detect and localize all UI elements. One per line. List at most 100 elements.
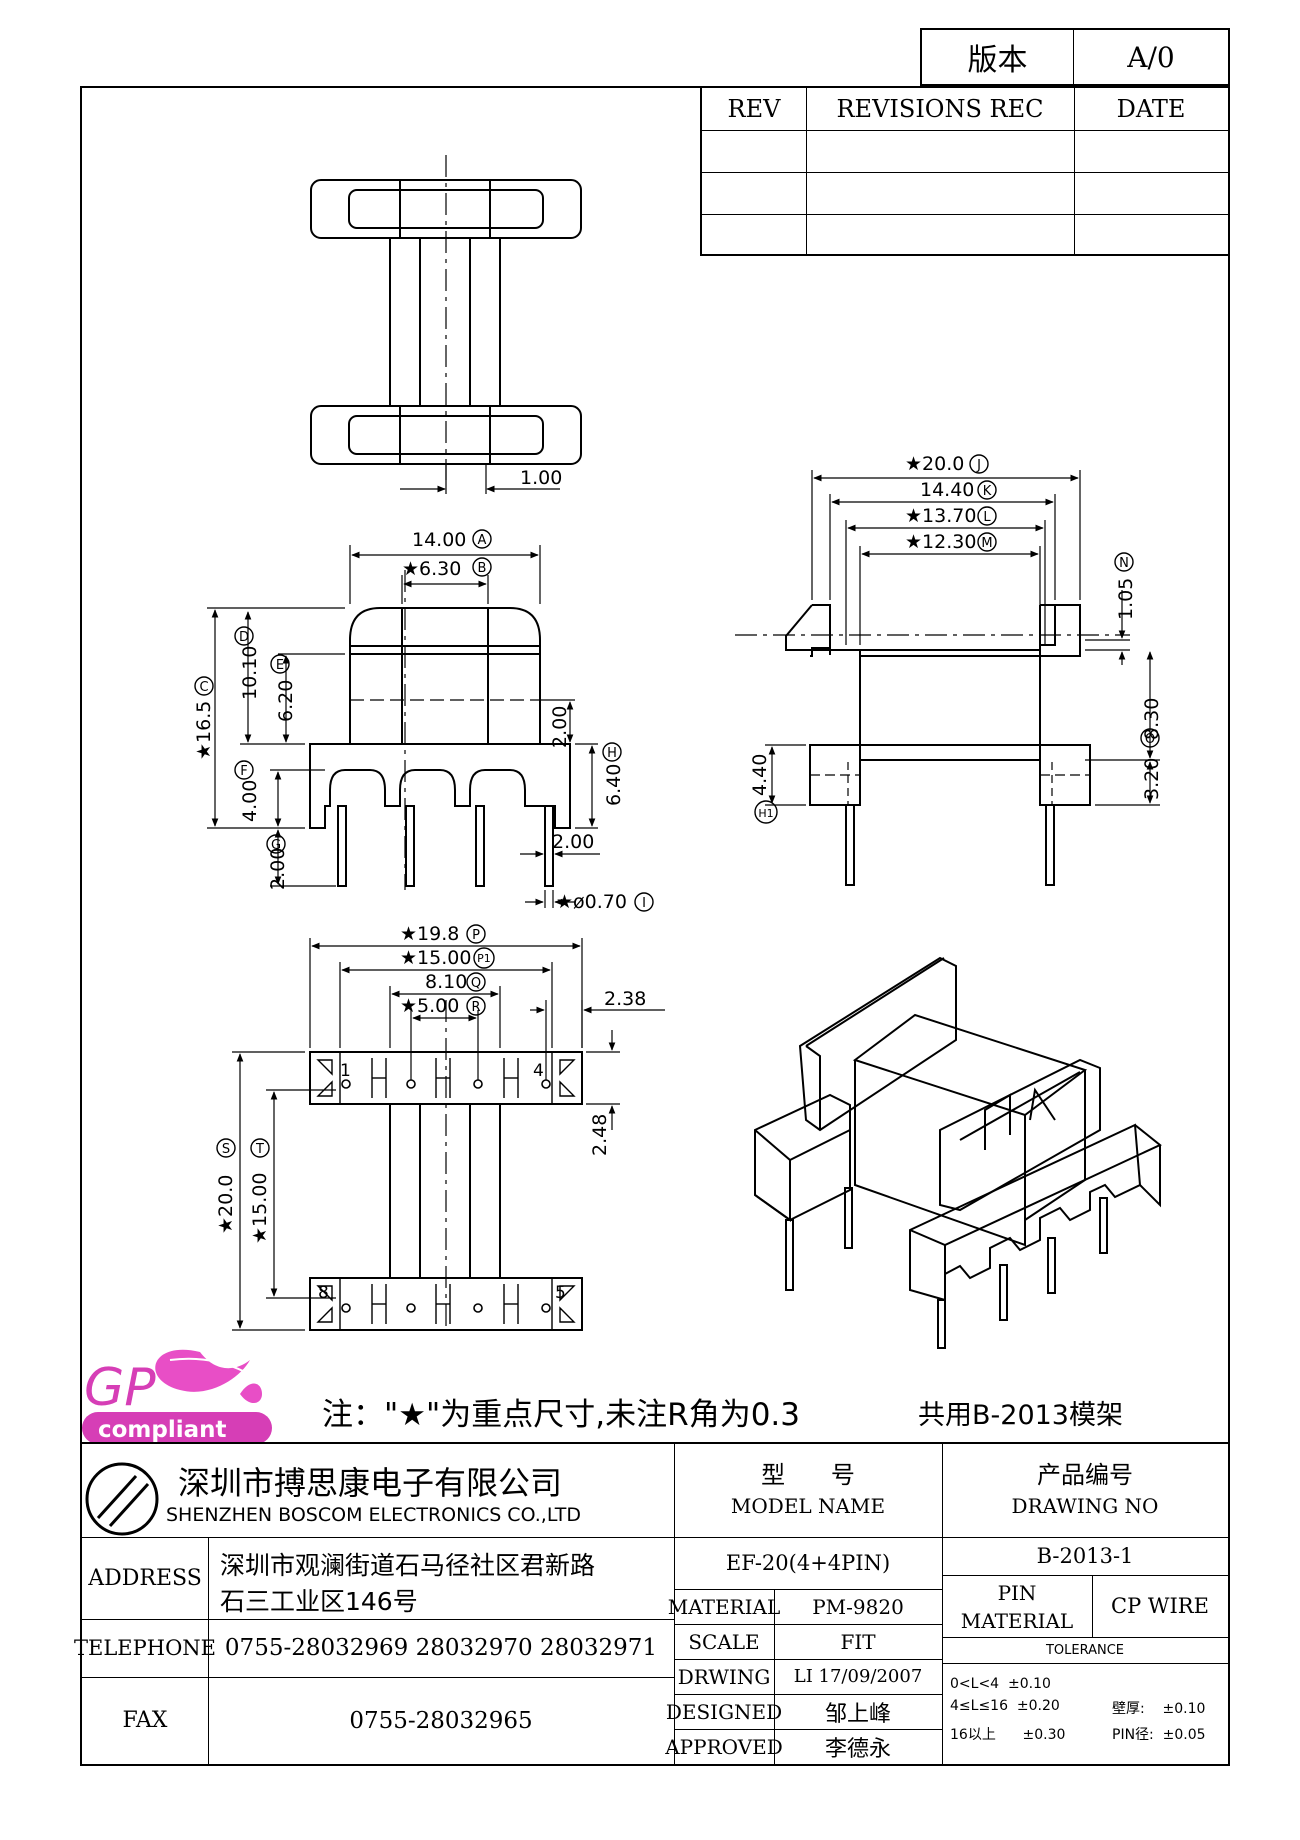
fax-label: FAX [122, 1708, 168, 1733]
tolerance-r2: 4≤L≤16 ±0.20 [950, 1698, 1060, 1714]
drawing-label-cn: 产品编号 [1037, 1460, 1133, 1489]
material-value: PM-9820 [812, 1594, 904, 1619]
dim-c: ★16.5 [193, 701, 215, 760]
tag-c: C [199, 680, 208, 695]
company-name-cn: 深圳市搏思康电子有限公司 [178, 1464, 563, 1502]
pin-label: PIN [997, 1581, 1037, 1605]
dim-g: 2.00 [267, 848, 289, 890]
address-label: ADDRESS [88, 1565, 202, 1591]
title-block: 深圳市搏思康电子有限公司 SHENZHEN BOSCOM ELECTRONICS… [74, 1442, 1230, 1766]
tag-r: R [471, 1000, 480, 1015]
dim-r: ★5.00 [400, 995, 459, 1017]
dim-1-00: 1.00 [520, 467, 562, 489]
scale-label: SCALE [688, 1629, 760, 1654]
front-view [207, 545, 600, 908]
dim-d: 10.10 [239, 646, 261, 700]
tag-s: S [222, 1142, 230, 1157]
tag-a: A [478, 533, 487, 548]
tag-h: H [607, 746, 617, 761]
tag-p1: P1 [477, 952, 491, 965]
tag-p: P [472, 928, 480, 943]
address-line2: 石三工业区146号 [220, 1587, 418, 1616]
gp-text: GP [84, 1358, 156, 1418]
date-header: DATE [1116, 95, 1186, 123]
pin-1-label: 1 [340, 1061, 351, 1081]
mold-note: 共用B-2013模架 [918, 1400, 1123, 1431]
rev-header: REV [727, 95, 781, 123]
approved-value: 李德永 [824, 1736, 891, 1762]
dim-n: 1.05 [1115, 578, 1137, 620]
pin-material-value: CP WIRE [1111, 1594, 1209, 1618]
drawing-label-en: DRAWING NO [1011, 1494, 1159, 1518]
version-label: 版本 [922, 30, 1074, 84]
top-view [310, 155, 582, 494]
dim-k: 14.40 [920, 479, 974, 501]
designed-label: DESIGNED [665, 1699, 783, 1724]
drwing-label: DRWING [677, 1664, 771, 1689]
model-value: EF-20(4+4PIN) [725, 1551, 891, 1575]
tolerance-r1: 0<L<4 ±0.10 [950, 1676, 1051, 1692]
revision-table: REV REVISIONS REC DATE [700, 86, 1230, 256]
company-name-en: SHENZHEN BOSCOM ELECTRONICS CO.,LTD [166, 1504, 582, 1526]
pin-4-label: 4 [533, 1061, 544, 1081]
dim-i: ★ø0.70 [556, 891, 627, 913]
dim-m: ★12.30 [905, 531, 976, 553]
tag-q: Q [471, 976, 481, 991]
tag-e: E [276, 658, 284, 673]
tag-f: F [240, 764, 247, 779]
tag-h1: H1 [758, 807, 773, 820]
tag-j: J [976, 458, 981, 473]
drwing-value: LI 17/09/2007 [793, 1666, 923, 1687]
tolerance-title: TOLERANCE [1045, 1642, 1125, 1658]
note-text: 注："★"为重点尺寸,未注R角为0.3 [322, 1397, 801, 1433]
tag-i: I [642, 896, 646, 911]
tolerance-pin: PIN径: ±0.05 [1112, 1727, 1206, 1743]
dim-2-38: 2.38 [604, 988, 646, 1010]
model-label-cn: 型 号 [761, 1460, 855, 1489]
dim-h: 6.40 [603, 764, 625, 806]
fax-value: 0755-28032965 [349, 1707, 533, 1734]
compliant-text: compliant [98, 1417, 227, 1443]
version-value: A/0 [1127, 40, 1175, 74]
dim-p1: ★15.00 [400, 947, 471, 969]
designed-value: 邹上峰 [824, 1701, 891, 1727]
dim-q: 8.10 [425, 971, 467, 993]
dim-f: 4.00 [239, 780, 261, 822]
dim-2-48: 2.48 [589, 1114, 611, 1156]
drawing-value: B-2013-1 [1036, 1544, 1134, 1568]
isometric-view [754, 956, 1162, 1349]
tag-m: M [981, 536, 992, 551]
tag-d: D [239, 630, 249, 645]
tolerance-wall: 壁厚: ±0.10 [1112, 1701, 1206, 1717]
revisions-header: REVISIONS REC [836, 95, 1044, 123]
version-box: 版本 A/0 [920, 28, 1230, 86]
model-label-en: MODEL NAME [730, 1494, 886, 1518]
tag-b: B [478, 561, 487, 576]
tag-k: K [983, 484, 992, 499]
telephone-label: TELEPHONE [74, 1636, 216, 1660]
dim-pin-w: 2.00 [552, 831, 594, 853]
scale-value: FIT [840, 1629, 876, 1654]
dim-e: 6.20 [275, 680, 297, 722]
tag-g: G [271, 838, 281, 853]
tolerance-r3: 16以上 ±0.30 [950, 1727, 1066, 1743]
telephone-value: 0755-28032969 28032970 28032971 [224, 1635, 658, 1661]
pin-material-label: MATERIAL [960, 1609, 1074, 1633]
dim-pin-h: 2.00 [549, 706, 571, 748]
tag-n: N [1119, 556, 1129, 571]
dim-j: ★20.0 [905, 453, 964, 475]
approved-label: APPROVED [665, 1734, 783, 1759]
boscom-logo-icon [85, 1462, 159, 1536]
dim-h1: 4.40 [749, 754, 771, 796]
gp-compliant-logo [82, 1349, 272, 1444]
dim-t: ★15.00 [249, 1173, 271, 1244]
dim-l: ★13.70 [905, 505, 976, 527]
address-line1: 深圳市观澜街道石马径社区君新路 [220, 1551, 596, 1580]
material-label: MATERIAL [667, 1594, 781, 1619]
dim-p: ★19.8 [400, 923, 459, 945]
dim-a: 14.00 [412, 529, 466, 551]
tag-t: T [255, 1142, 264, 1157]
side-view [735, 470, 1160, 886]
tag-o: O [1145, 732, 1155, 747]
